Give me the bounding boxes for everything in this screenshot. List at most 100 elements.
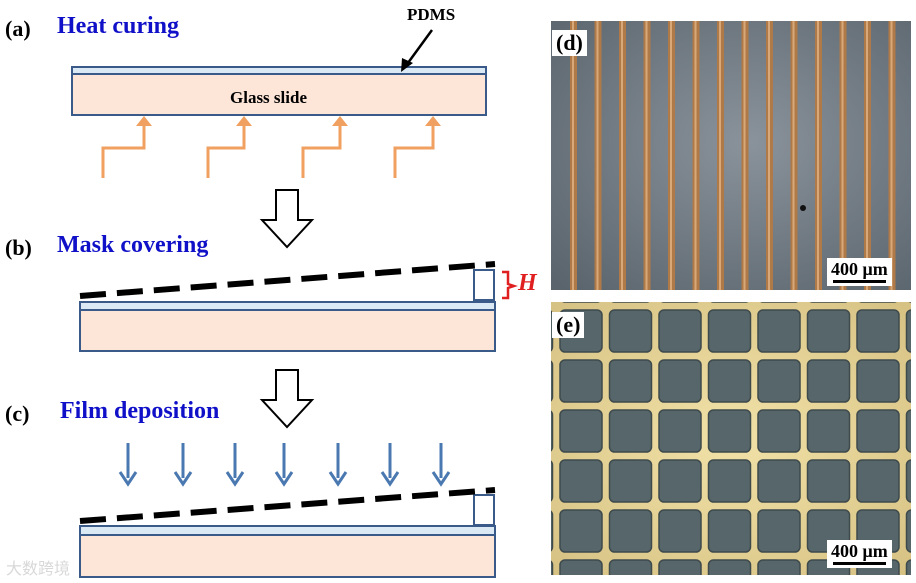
stripe-highlight <box>792 21 795 290</box>
grid-cell <box>608 309 653 353</box>
panel-a-label: (a) <box>5 16 31 41</box>
stripe-highlight <box>621 21 623 290</box>
grid-cell <box>707 559 752 575</box>
grid-cell <box>608 459 653 503</box>
panel-b-label: (b) <box>5 235 32 260</box>
stripe-highlight <box>596 21 599 290</box>
grid-cell <box>559 559 603 575</box>
grid-cell <box>905 559 911 575</box>
stripe-highlight <box>572 21 574 290</box>
deposition-arrowhead-1 <box>118 471 138 487</box>
stripe-highlight <box>866 21 868 290</box>
grid-cell <box>806 409 851 453</box>
grid-cell <box>806 309 851 353</box>
grid-cell <box>559 509 603 553</box>
heat-arrowhead-1 <box>136 116 152 126</box>
grid-cell <box>551 560 554 575</box>
heat-arrows <box>101 122 435 178</box>
heat-arrow-1 <box>101 122 146 178</box>
mask-b <box>79 261 496 299</box>
panel-e-scale-line <box>833 562 886 565</box>
stripe-highlight <box>719 21 721 290</box>
grid-cell <box>757 359 801 403</box>
grid-cell <box>757 459 801 503</box>
grid-cell <box>559 409 603 453</box>
panel-c-substrate <box>79 494 496 578</box>
panel-a-substrate <box>71 66 487 116</box>
stripe-highlight <box>841 21 844 290</box>
grid-cell <box>707 409 752 453</box>
grid-cell <box>856 359 900 403</box>
watermark: 大数跨境 <box>6 559 71 578</box>
heat-arrowhead-4 <box>425 116 441 126</box>
grid-cell <box>757 409 801 453</box>
heat-arrow-2 <box>206 122 246 178</box>
pdms-layer-a <box>71 66 487 75</box>
grid-cell <box>757 309 801 353</box>
grid-cell <box>707 309 752 353</box>
pdms-layer-b <box>79 301 496 311</box>
pdms-pointer-arrow <box>403 29 434 68</box>
grid-cell <box>707 459 752 503</box>
glass-slide-c <box>79 534 496 578</box>
grid-cell <box>905 459 911 503</box>
deposition-arrows <box>126 443 443 478</box>
spacer-c <box>473 494 495 526</box>
process-arrow-1 <box>259 189 315 249</box>
grid-cell <box>551 360 554 402</box>
panel-c-label: (c) <box>5 401 30 426</box>
grid-cell <box>658 309 702 353</box>
grid-cell <box>608 559 653 575</box>
stripe-highlight <box>890 21 893 290</box>
spacer-b <box>473 269 495 301</box>
micrograph-d-particle <box>800 205 806 211</box>
pdms-label: PDMS <box>407 5 456 24</box>
grid-cell <box>608 409 653 453</box>
glass-slide-label: Glass slide <box>230 88 307 107</box>
grid-cell <box>551 510 554 552</box>
deposition-arrowhead-6 <box>380 471 400 487</box>
grid-cell <box>658 409 702 453</box>
panel-b-title: Mask covering <box>57 232 209 258</box>
heat-arrow-3 <box>301 122 342 178</box>
grid-cell <box>707 359 752 403</box>
glass-slide-a <box>71 73 487 116</box>
panel-a-title: Heat curing <box>57 13 179 39</box>
grid-cell <box>806 459 851 503</box>
grid-cell <box>905 359 911 403</box>
grid-cell <box>707 509 752 553</box>
grid-cell <box>559 459 603 503</box>
stripe-highlight <box>743 21 746 290</box>
panel-d-label: (d) <box>552 30 587 56</box>
grid-cell <box>757 509 801 553</box>
deposition-arrowhead-2 <box>173 471 193 487</box>
heat-arrow-4 <box>393 122 435 178</box>
grid-cell <box>856 459 900 503</box>
grid-cell <box>856 309 900 353</box>
grid-cell <box>559 359 603 403</box>
panel-d-scale-line <box>833 280 886 283</box>
grid-cell <box>757 559 801 575</box>
heat-arrowhead-2 <box>236 116 252 126</box>
grid-cell <box>856 409 900 453</box>
panel-d-scale-text: 400 μm <box>831 259 888 279</box>
grid-cell <box>551 460 554 502</box>
height-bracket <box>502 270 518 300</box>
grid-cell <box>658 359 702 403</box>
panel-b-substrate <box>79 269 496 352</box>
process-arrow-2 <box>259 369 315 429</box>
grid-cell <box>551 410 554 452</box>
micrograph-d <box>551 21 911 290</box>
stripe-highlight <box>817 21 819 290</box>
deposition-arrowhead-7 <box>431 471 451 487</box>
grid-cell <box>905 409 911 453</box>
grid-cell <box>551 310 554 352</box>
grid-cell <box>608 509 653 553</box>
deposition-arrowhead-3 <box>225 471 245 487</box>
heat-arrowhead-3 <box>332 116 348 126</box>
panel-c-title: Film deposition <box>60 398 220 424</box>
deposition-arrowhead-5 <box>328 471 348 487</box>
grid-cell <box>658 459 702 503</box>
grid-cell <box>905 509 911 553</box>
